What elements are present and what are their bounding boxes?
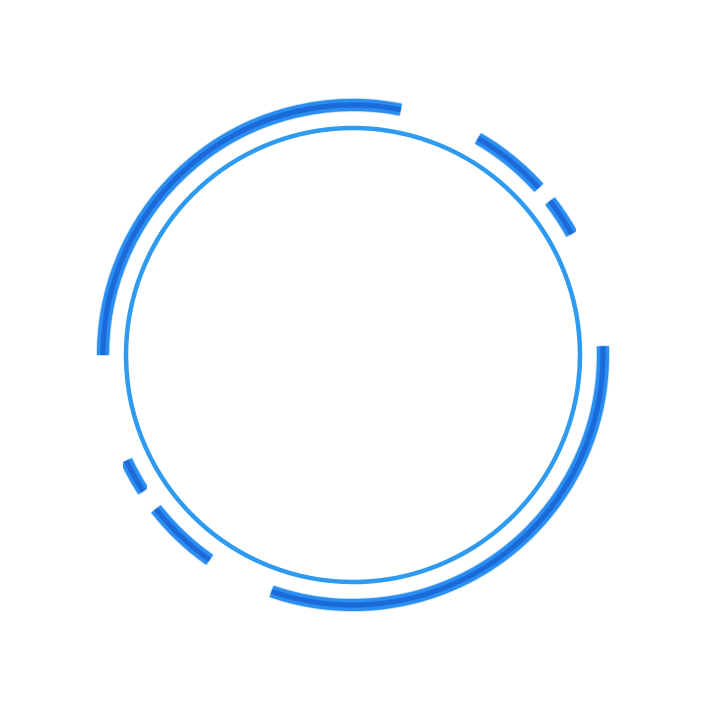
arc-bottom-left-short-core	[124, 459, 146, 493]
arc-top-right-short-core	[548, 199, 574, 236]
arc-top-left-core	[100, 102, 402, 356]
arc-bottom-left-long	[151, 505, 214, 565]
arc-top-right-short	[545, 197, 577, 237]
arc-top-left-edge	[97, 99, 402, 356]
arc-top-right-long-core	[476, 136, 541, 190]
arc-bottom-left-short	[120, 458, 149, 495]
arc-bottom-right-core	[270, 346, 606, 608]
arc-top-left	[97, 99, 402, 356]
inner-ring	[123, 125, 583, 585]
arc-top-right-long	[474, 133, 544, 192]
arc-bottom-left-long-core	[154, 507, 212, 562]
outer-arc-group	[97, 99, 609, 611]
arc-bottom-right	[269, 346, 609, 611]
